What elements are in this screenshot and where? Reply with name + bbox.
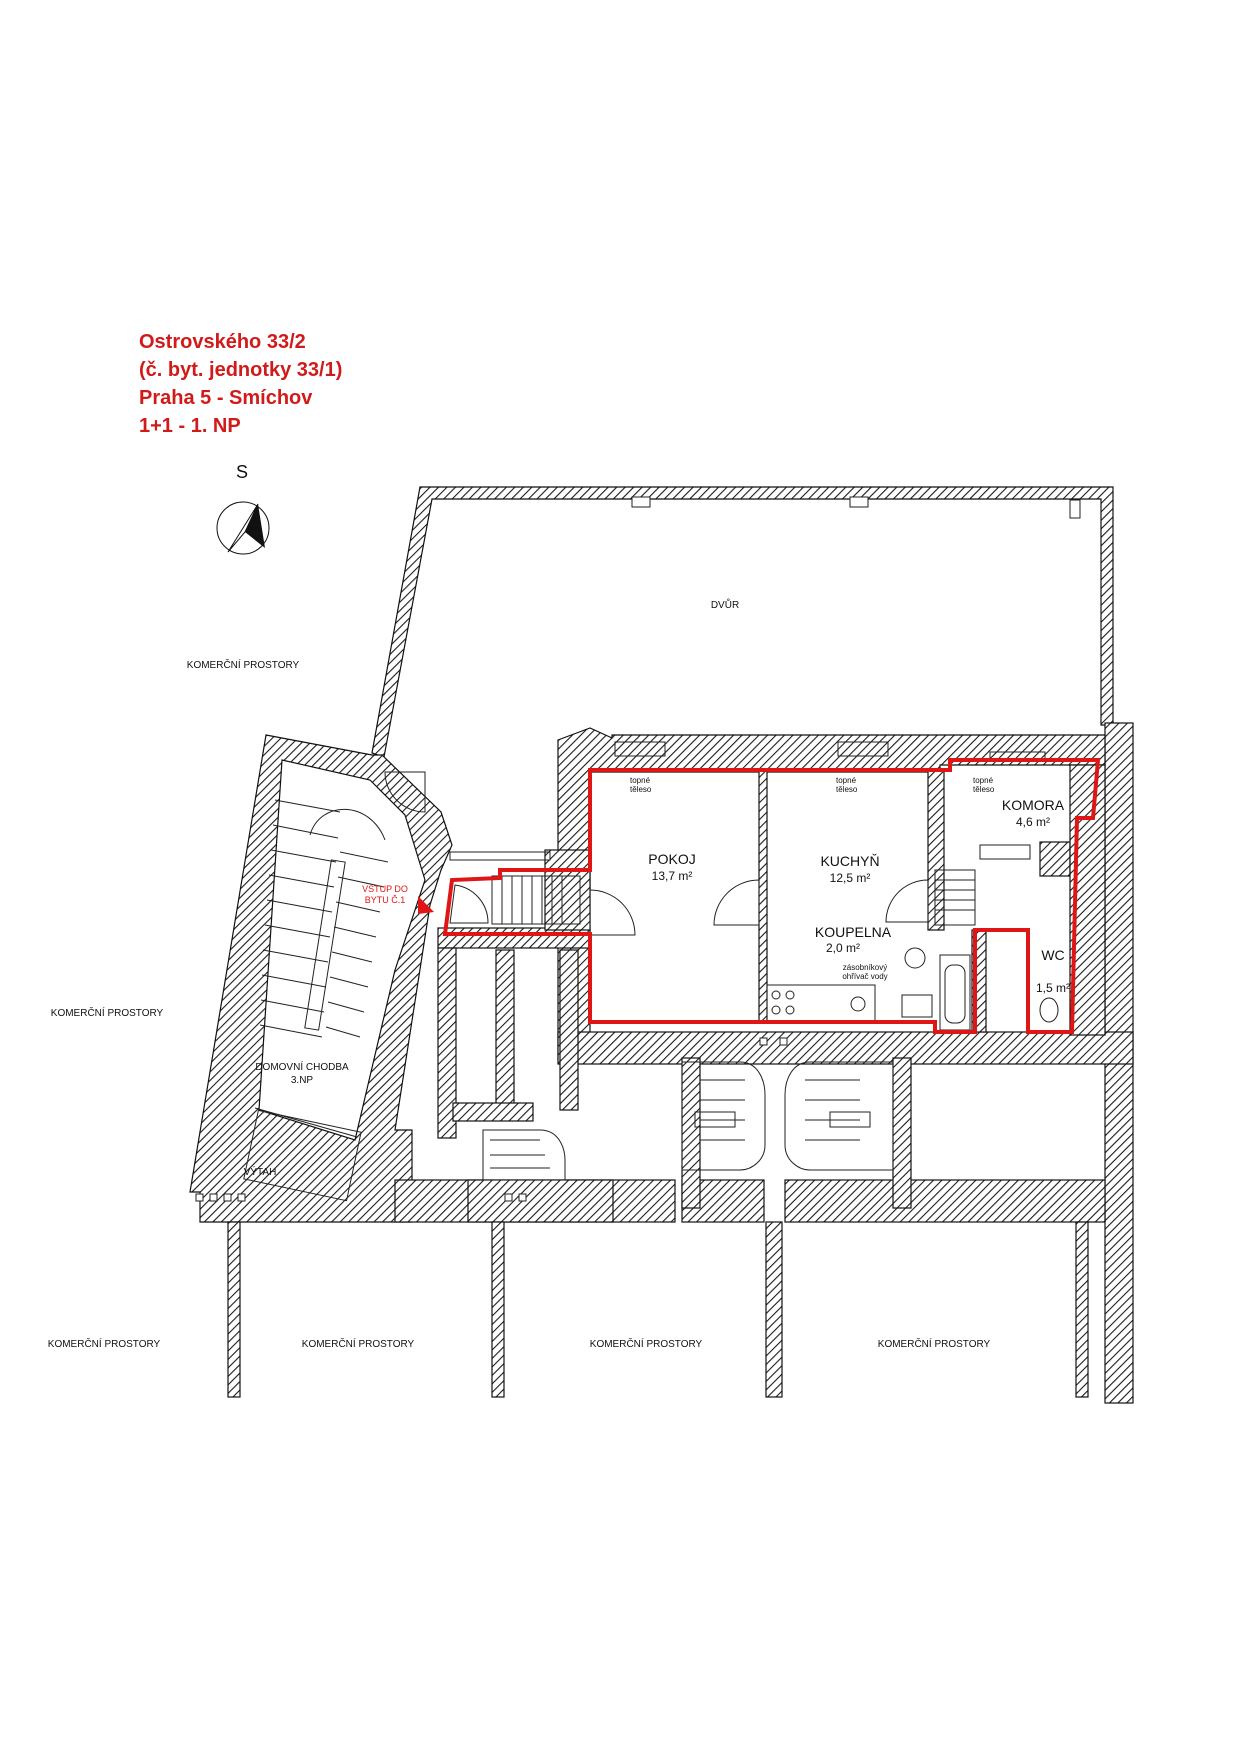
water-heater bbox=[904, 947, 926, 969]
room-kuchyn-area: 12,5 m² bbox=[830, 871, 871, 885]
door-arc-entry bbox=[449, 884, 489, 924]
entrance-line-2: BYTU Č.1 bbox=[365, 895, 406, 905]
heater-3-label-2: těleso bbox=[973, 785, 995, 794]
lower-stair-1 bbox=[681, 1061, 766, 1171]
service-wall-1 bbox=[437, 947, 457, 1139]
lower-stair-3 bbox=[482, 1129, 566, 1181]
entrance-label: VSTUP DO BYTU Č.1 bbox=[362, 884, 408, 905]
kitchen-counter bbox=[766, 984, 876, 1022]
door-arc-kitchen bbox=[713, 879, 760, 926]
room-komora-name: KOMORA bbox=[1002, 797, 1065, 813]
lower-stair-2 bbox=[784, 1061, 894, 1171]
notch-1 bbox=[631, 496, 651, 508]
pillars bbox=[195, 1037, 788, 1202]
lower-stair-wall-l bbox=[681, 1057, 701, 1209]
service-wall-2 bbox=[495, 949, 515, 1106]
walls bbox=[189, 486, 1134, 1404]
door-arc-pokoj bbox=[589, 889, 636, 936]
room-komora-area: 4,6 m² bbox=[1016, 815, 1050, 829]
service-wall-3 bbox=[559, 949, 579, 1111]
lower-stair-wall-r bbox=[892, 1057, 912, 1209]
entry-corridor-wall bbox=[437, 927, 591, 949]
compass-needle-light bbox=[227, 503, 259, 553]
compass-needle-dark bbox=[245, 504, 265, 548]
washbasin bbox=[901, 994, 933, 1018]
compass-label: S bbox=[236, 462, 248, 482]
boiler-label-1: zásobníkový bbox=[843, 963, 887, 972]
kitchen-right-wall bbox=[927, 769, 945, 931]
lower-wall-right bbox=[784, 1179, 1106, 1223]
notch-3 bbox=[1069, 499, 1081, 519]
heater-1-label-2: těleso bbox=[630, 785, 652, 794]
boiler-label: zásobníkový ohřívač vody bbox=[842, 963, 887, 981]
label-commercial-bottom-3: KOMERČNÍ PROSTORY bbox=[590, 1337, 703, 1350]
boiler-label-2: ohřívač vody bbox=[842, 972, 887, 981]
label-commercial-top-left: KOMERČNÍ PROSTORY bbox=[187, 658, 300, 671]
entry-stair bbox=[491, 875, 581, 925]
district-line: Praha 5 - Smíchov bbox=[139, 387, 313, 409]
apartment-boundary bbox=[442, 758, 1101, 1034]
pokoj-kitchen-partition bbox=[758, 769, 768, 1023]
plan-header: Ostrovského 33/2 (č. byt. jednotky 33/1)… bbox=[139, 328, 342, 440]
komora-stair bbox=[934, 844, 1031, 926]
bottom-partition-3 bbox=[765, 1221, 783, 1398]
compass-circle bbox=[216, 501, 270, 555]
apartment-bottom-wall bbox=[557, 1031, 1134, 1065]
heater-labels: topné těleso topné těleso topné těleso bbox=[630, 776, 995, 794]
burner-2 bbox=[785, 990, 795, 1000]
lower-wall-mid bbox=[467, 1179, 614, 1223]
door-arc-koupelna bbox=[885, 879, 929, 923]
toilet bbox=[1039, 997, 1059, 1023]
label-commercial-bottom-4: KOMERČNÍ PROSTORY bbox=[878, 1337, 991, 1350]
kitchen-sink bbox=[850, 996, 866, 1012]
service-wall-4 bbox=[452, 1102, 534, 1122]
door-arc-hall bbox=[384, 771, 426, 813]
burner-4 bbox=[785, 1005, 795, 1015]
courtyard-wall bbox=[371, 486, 1114, 758]
burner-3 bbox=[771, 1005, 781, 1015]
burner-1 bbox=[771, 990, 781, 1000]
label-commercial-mid-left: KOMERČNÍ PROSTORY bbox=[51, 1006, 164, 1019]
north-arrow: S bbox=[216, 462, 270, 555]
room-koupelna-name: KOUPELNA bbox=[815, 924, 892, 940]
heater-3-label-1: topné bbox=[973, 776, 994, 785]
address-line: Ostrovského 33/2 bbox=[139, 331, 306, 353]
main-stair bbox=[254, 799, 389, 1138]
bottom-partition-1 bbox=[227, 1221, 241, 1398]
bathtub-inner bbox=[944, 964, 966, 1024]
label-courtyard: DVŮR bbox=[711, 598, 739, 611]
label-corridor-floor: 3.NP bbox=[291, 1075, 314, 1086]
window-strip bbox=[449, 851, 551, 861]
room-labels: POKOJ 13,7 m² KUCHYŇ 12,5 m² KOUPELNA 2,… bbox=[648, 797, 1070, 995]
layout-floor-line: 1+1 - 1. NP bbox=[139, 415, 241, 437]
notch-2 bbox=[849, 496, 869, 508]
label-commercial-bottom-2: KOMERČNÍ PROSTORY bbox=[302, 1337, 415, 1350]
lift-shaft bbox=[243, 1109, 362, 1202]
label-lift: VÝTAH bbox=[244, 1165, 277, 1178]
unit-number-line: (č. byt. jednotky 33/1) bbox=[139, 359, 343, 381]
heater-1 bbox=[614, 741, 666, 757]
room-wc-area: 1,5 m² bbox=[1036, 981, 1070, 995]
room-koupelna-area: 2,0 m² bbox=[826, 941, 860, 955]
area-labels: DVŮR KOMERČNÍ PROSTORY KOMERČNÍ PROSTORY… bbox=[48, 598, 991, 1350]
bottom-partition-2 bbox=[491, 1221, 505, 1398]
room-kuchyn-name: KUCHYŇ bbox=[820, 853, 879, 869]
entry-arrow bbox=[418, 896, 434, 914]
label-corridor: DOMOVNÍ CHODBA bbox=[255, 1060, 349, 1073]
label-commercial-bottom-1: KOMERČNÍ PROSTORY bbox=[48, 1337, 161, 1350]
room-wc-name: WC bbox=[1041, 947, 1064, 963]
heater-2-label-2: těleso bbox=[836, 785, 858, 794]
heater-2-label-1: topné bbox=[836, 776, 857, 785]
heater-1-label-1: topné bbox=[630, 776, 651, 785]
interior-lines bbox=[195, 496, 1081, 1202]
room-pokoj-area: 13,7 m² bbox=[652, 869, 693, 883]
heater-2 bbox=[837, 741, 889, 757]
bottom-partition-4 bbox=[1075, 1221, 1089, 1398]
room-pokoj-name: POKOJ bbox=[648, 851, 695, 867]
komora-wall bbox=[1039, 841, 1071, 877]
entrance-line-1: VSTUP DO bbox=[362, 884, 408, 894]
